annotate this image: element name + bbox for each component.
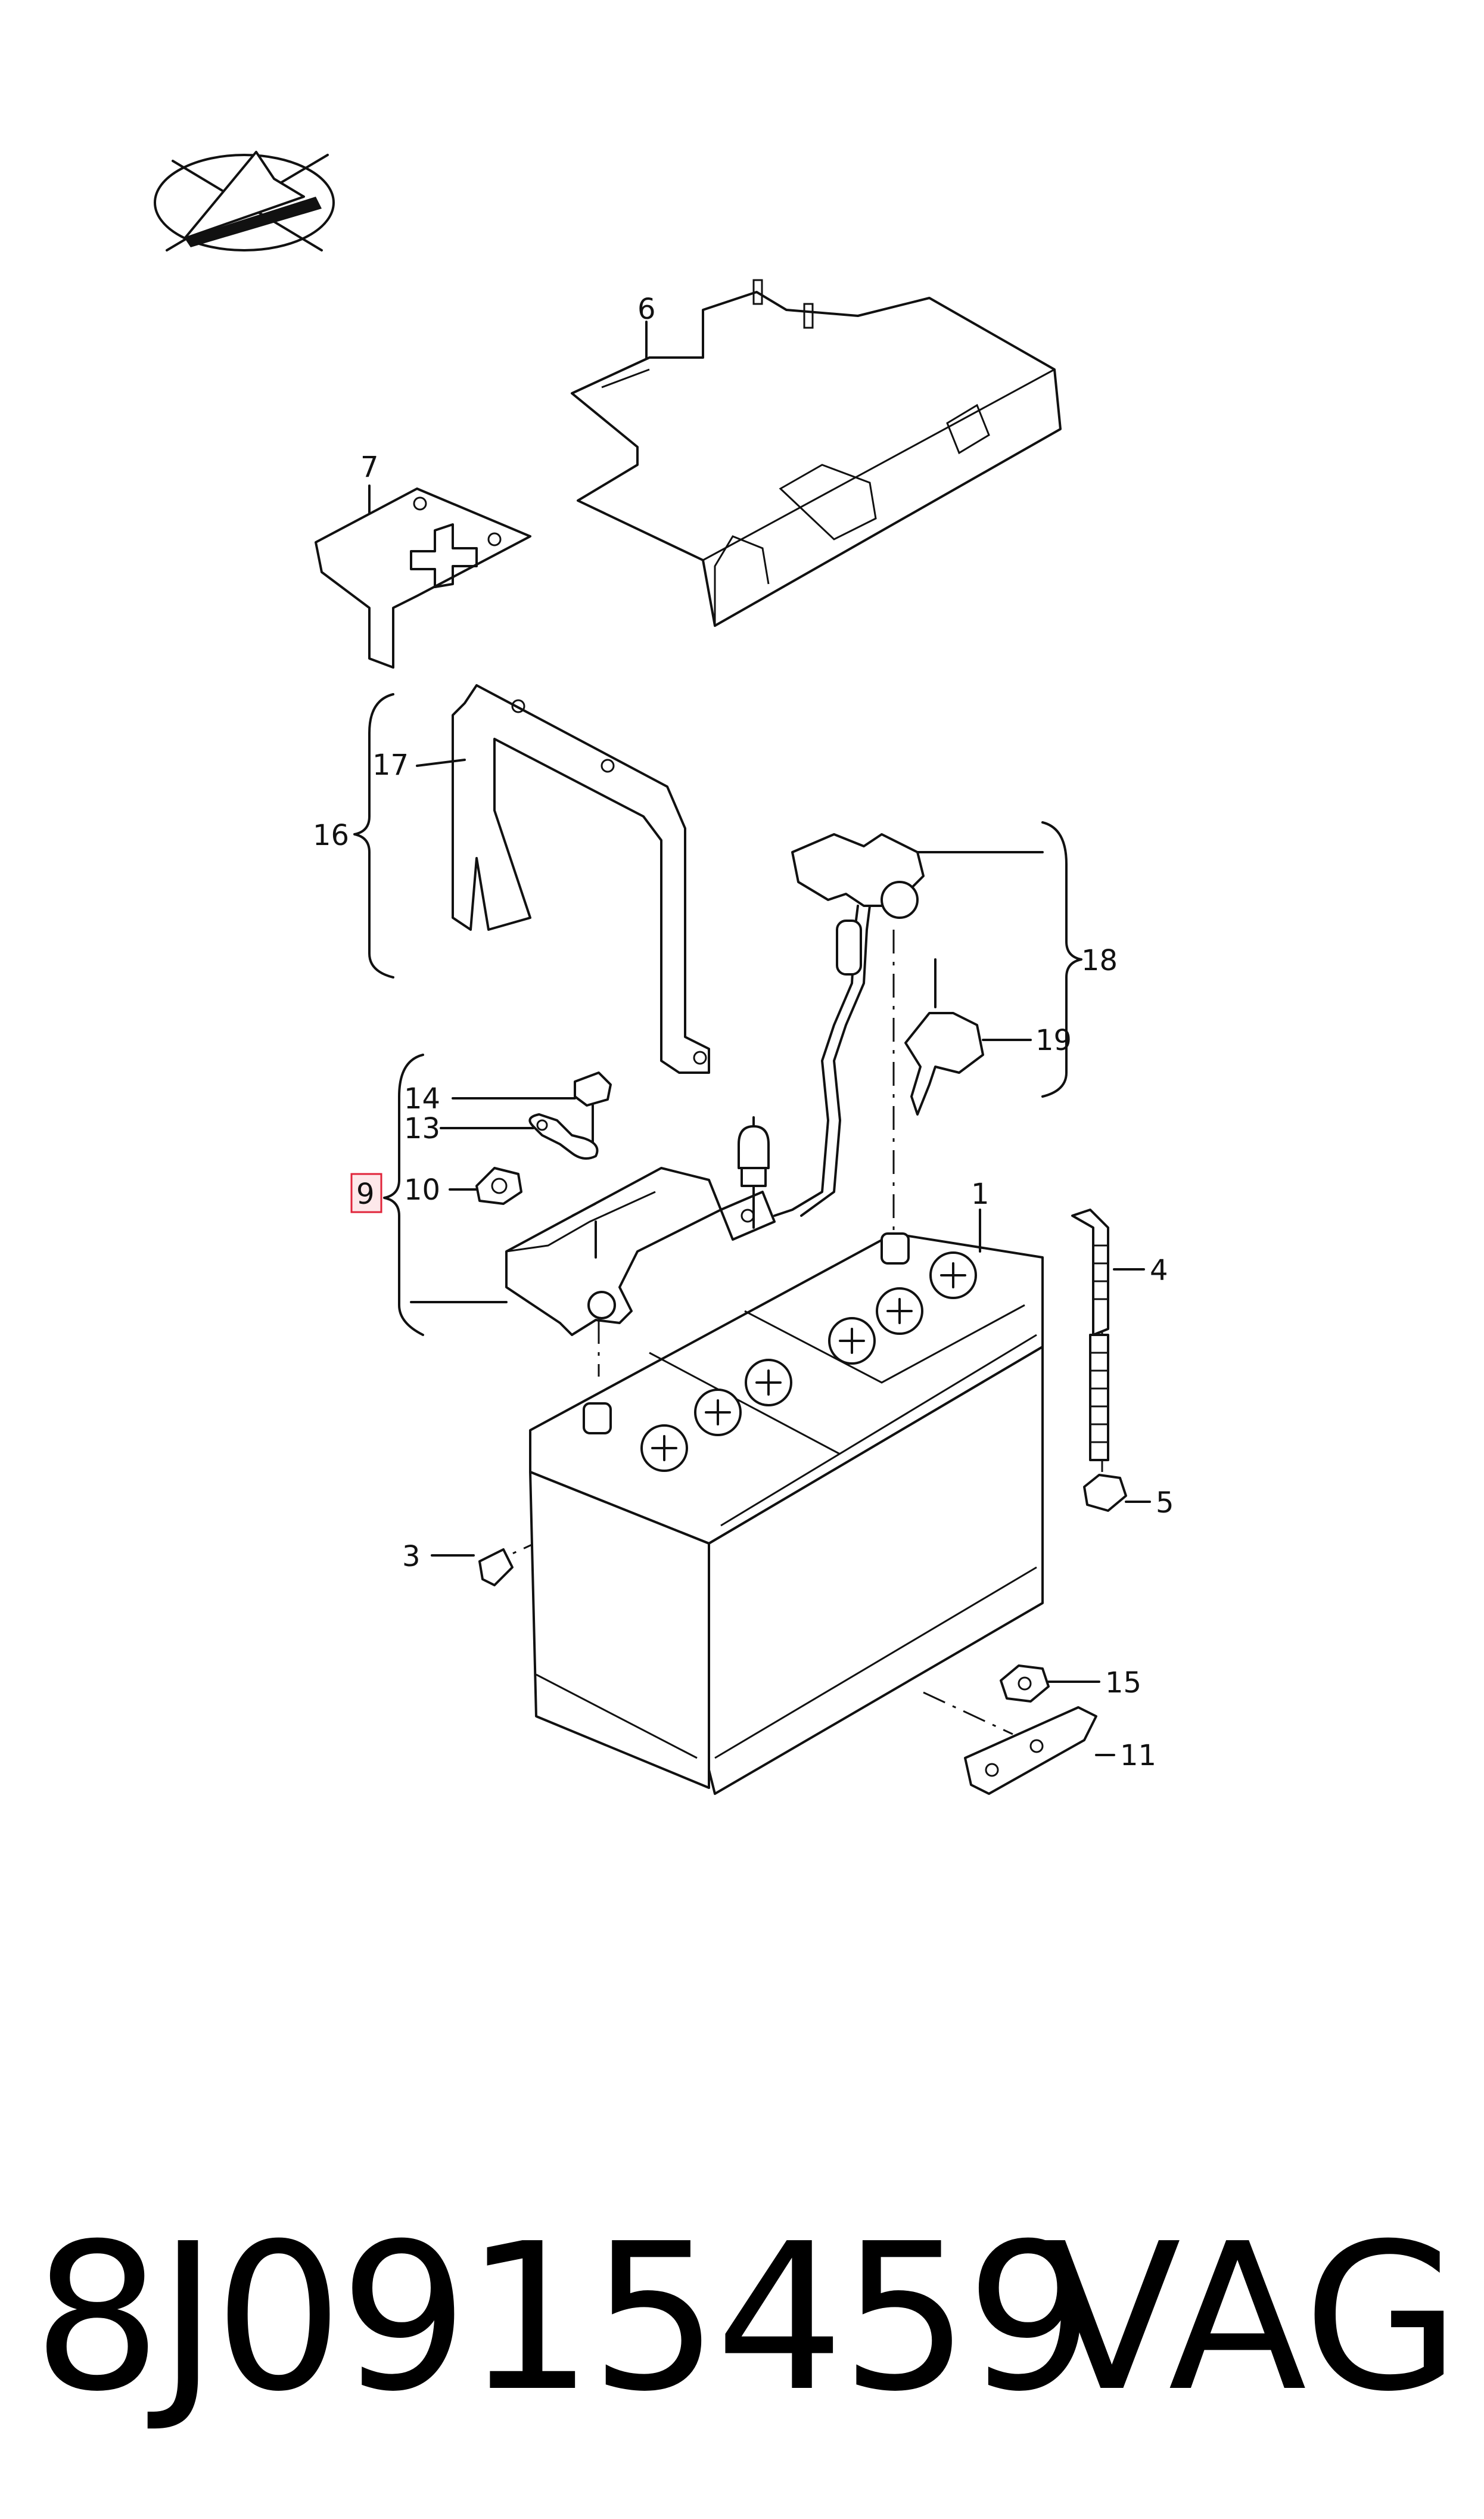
nut-5 [1083,1474,1127,1512]
nut-10 [475,1167,522,1205]
terminal-clamp-cover [505,1167,722,1377]
callout-7: 7 [360,451,379,484]
brace-9 [383,1054,424,1336]
brace-17 [1041,821,1082,1098]
terminal-cover-plate [315,487,531,669]
brand-label: VAG [1043,2200,1460,2436]
leader-lines [368,321,1151,1756]
battery-cover [571,279,1062,627]
battery [529,1232,1044,1795]
cell-caps [640,1251,977,1472]
callout-1: 1 [971,1178,990,1211]
callout-10: 10 [404,1173,440,1207]
battery-cable-set [720,833,925,1241]
nut-19 [738,1125,770,1229]
vent-hose [1071,1209,1109,1461]
callout-11: 13 [404,1112,440,1145]
callout-4: 4 [1150,1254,1168,1287]
connector-holder [904,958,984,1116]
callout-9: 9 [356,1178,375,1211]
hold-down-clamp [964,1706,1097,1795]
callout-16: 15 [1105,1666,1141,1700]
mounting-plate-11 [528,1113,599,1160]
callout-9-highlight: 9 [350,1173,382,1213]
nut-16 [1000,1664,1050,1703]
callout-14: 16 [313,819,349,852]
callout-3: 3 [402,1540,421,1573]
callout-15: 17 [372,748,409,782]
callout-6: 6 [637,293,656,326]
part-number: 8J0915459 [33,2200,1095,2436]
orientation-logo [154,151,335,251]
callout-17: 18 [1081,944,1118,977]
callout-13: 11 [1120,1739,1156,1772]
callout-5: 5 [1156,1486,1174,1520]
vent-plug [478,1548,514,1586]
brace-14 [353,693,394,979]
battery-exploded-diagram: 6 7 17 16 18 19 14 13 9 10 1 4 5 3 15 11 [154,151,1174,1795]
callout-12: 14 [404,1082,440,1116]
callout-18: 19 [1035,1024,1072,1057]
battery-bracket [452,684,710,1074]
footer: 8J0915459 VAG [0,2193,1484,2443]
assembly-line [923,1691,1013,1735]
